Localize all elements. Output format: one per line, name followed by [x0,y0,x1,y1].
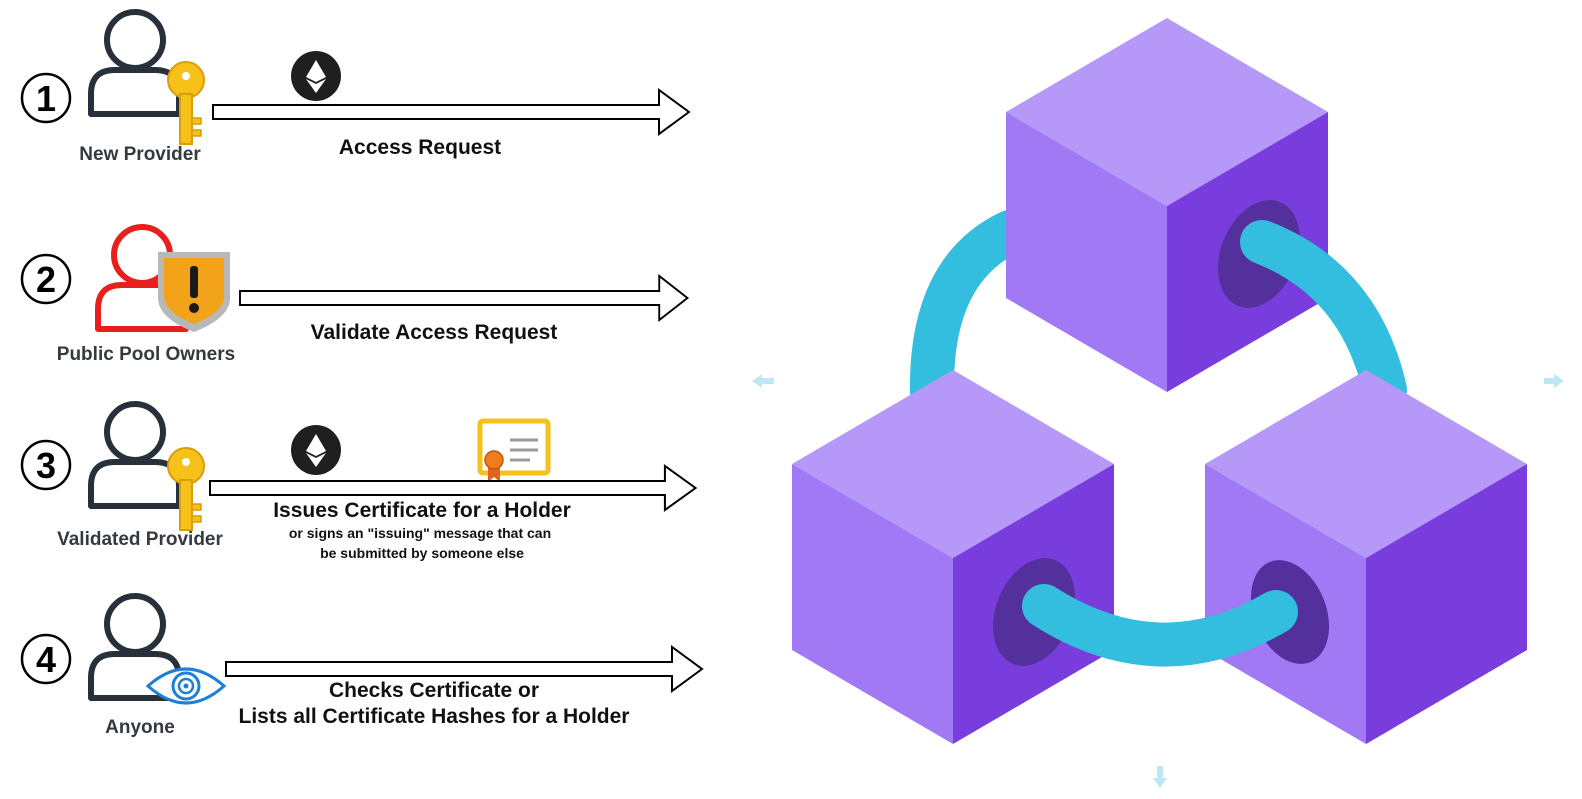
ethereum-icon [291,51,341,101]
role-validated-provider: Validated Provider [57,529,223,550]
key-icon [167,61,205,145]
shield-icon [158,252,230,332]
cube-right [1205,370,1527,744]
action-access-request: Access Request [339,136,501,159]
user-key-icon [91,12,179,114]
chain-link-right [1240,220,1407,412]
faint-down-arrow-icon [1153,766,1167,788]
faint-left-arrow-icon [752,374,774,388]
step-number-2: 2 [36,259,56,300]
step-number-1-circle: 1 [20,72,72,124]
chain-link-left [909,210,1032,414]
ethereum-icon [291,425,341,475]
action-checks-certificate: Checks Certificate or [329,679,539,702]
role-anyone: Anyone [105,717,175,738]
faint-right-arrow-icon [1544,374,1564,388]
step-number-4: 4 [36,639,56,680]
step-number-3-circle: 3 [20,439,72,491]
step-4: 4 Anyone Checks Certificate or Lists all… [20,596,703,738]
blockchain-cubes-graphic [792,18,1527,744]
step-number-1: 1 [36,78,56,119]
certificate-icon [477,418,551,482]
cube-top [1006,18,1328,392]
step-number-2-circle: 2 [20,253,72,305]
action-issues-certificate: Issues Certificate for a Holder [273,499,571,522]
chain-link-bottom [1022,584,1298,667]
cube-left [792,370,1114,744]
step-number-4-circle: 4 [20,633,72,685]
arrow-validate-access-request [239,275,689,321]
action-lists-hashes: Lists all Certificate Hashes for a Holde… [239,705,630,728]
user-key-icon [91,404,179,506]
note-issuing-line2: be submitted by someone else [320,545,524,561]
step-2: 2 Public Pool Owners Validate Access Req… [20,227,689,365]
step-number-3: 3 [36,445,56,486]
note-issuing-line1: or signs an "issuing" message that can [289,525,551,541]
role-new-provider: New Provider [79,144,201,165]
arrow-access-request [212,89,690,135]
role-public-pool-owners: Public Pool Owners [57,344,235,365]
action-validate-access-request: Validate Access Request [311,321,558,344]
step-3: 3 Validated Provider Issues Certificate … [20,404,697,561]
step-1: 1 New Provider Access Request [20,12,690,165]
key-icon [167,447,205,531]
eye-icon [145,667,227,705]
